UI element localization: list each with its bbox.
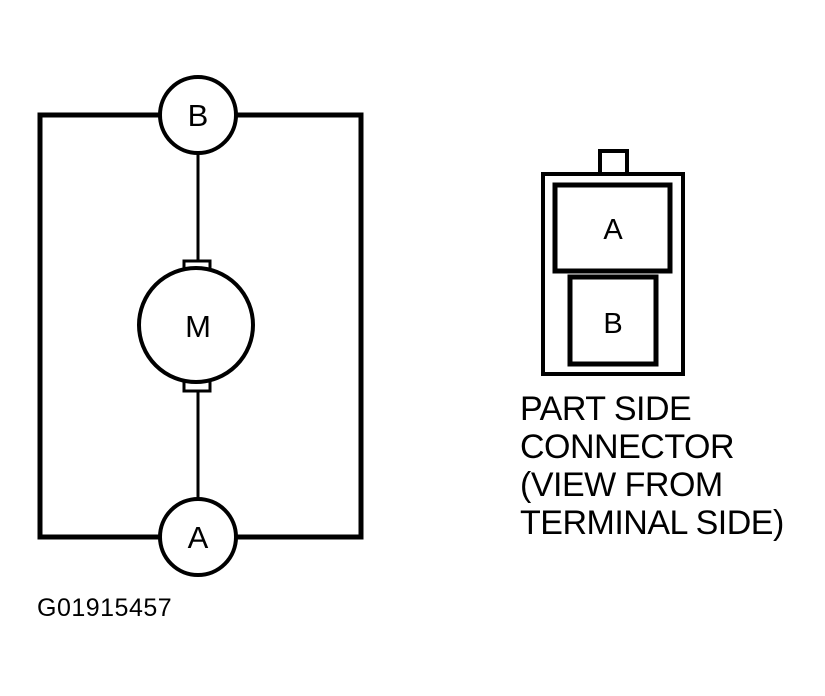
terminal-b-label: B [188, 98, 209, 133]
caption-line-2: CONNECTOR [520, 428, 734, 466]
connector-terminal-a-label: A [603, 214, 623, 246]
connector-terminal-a [552, 182, 673, 274]
wire-loop [37, 112, 364, 540]
motor-symbol: M [137, 259, 255, 393]
motor-label: M [185, 309, 211, 344]
connector-symbol: A B [541, 149, 685, 376]
connector-latch [598, 149, 629, 177]
connector-caption: PART SIDE CONNECTOR (VIEW FROM TERMINAL … [520, 390, 784, 542]
caption-line-4: TERMINAL SIDE) [520, 504, 784, 542]
terminal-b-node: B [158, 75, 238, 155]
caption-line-3: (VIEW FROM [520, 466, 723, 504]
figure-id: G01915457 [37, 594, 173, 622]
terminal-a-node: A [158, 497, 238, 577]
terminal-a-label: A [188, 520, 209, 555]
caption-line-1: PART SIDE [520, 390, 692, 428]
connector-terminal-b-label: B [603, 308, 622, 340]
connector-terminal-b [567, 274, 659, 367]
circuit-wiring [37, 112, 364, 540]
